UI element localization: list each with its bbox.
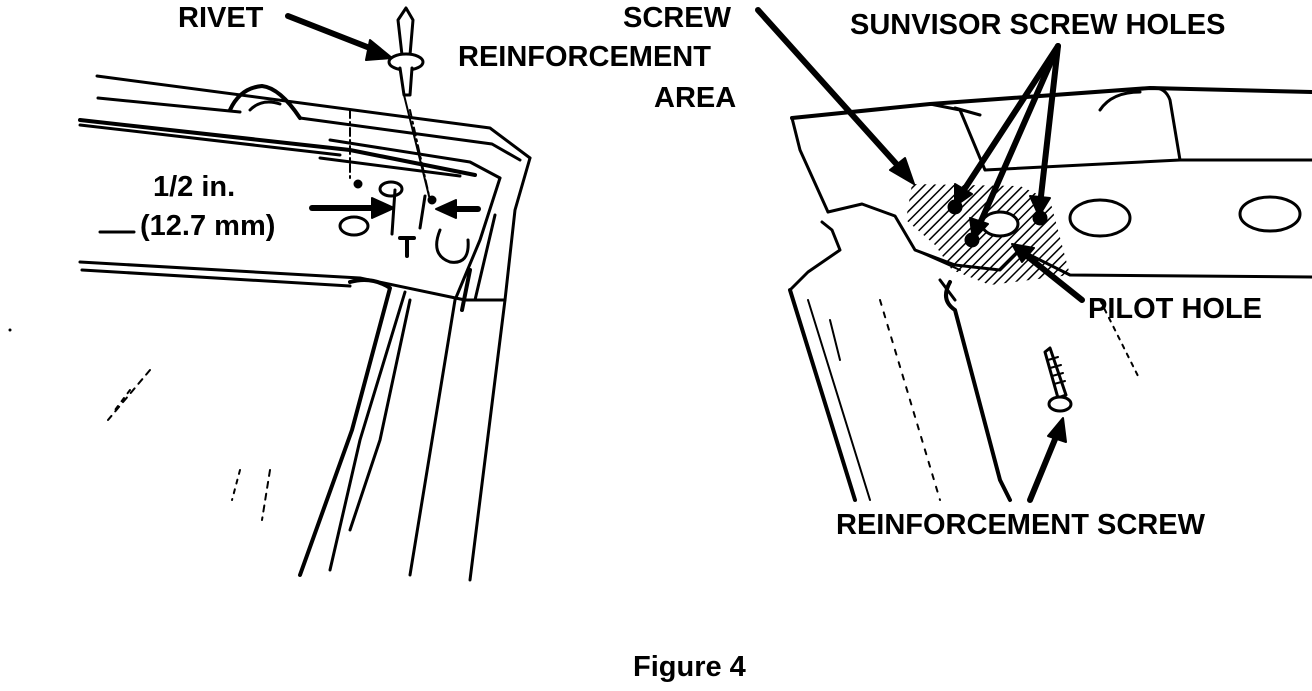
reinforcement-screw-arrow [1027, 417, 1067, 503]
screw-label: SCREW [623, 2, 731, 34]
figure-caption: Figure 4 [633, 651, 746, 683]
rivet-icon [387, 6, 431, 201]
reinforcement-label: REINFORCEMENT [458, 41, 711, 73]
rivet-arrow [285, 13, 393, 61]
reinforcement-screw-label: REINFORCEMENT SCREW [836, 509, 1205, 541]
panel-hole-2 [1238, 195, 1302, 233]
glass-edge [298, 278, 392, 577]
left-hole [338, 215, 370, 237]
sunvisor-arrows [954, 43, 1061, 241]
panel-hole-1 [1068, 198, 1132, 238]
pilot-hole-label: PILOT HOLE [1088, 293, 1262, 325]
dimension-arrow-right [435, 199, 481, 219]
roof-rail-top-edge [95, 74, 532, 160]
right-illustration [755, 7, 1312, 503]
rail-right-edge [468, 156, 532, 582]
pillar-left-edge [788, 288, 857, 502]
reinforcement-screw-icon [1043, 346, 1073, 413]
screw-reinforcement-arrow [755, 7, 915, 185]
area-label: AREA [654, 82, 737, 114]
dimension-label-imperial: 1/2 in. [153, 171, 236, 203]
rivet-label: RIVET [178, 2, 264, 34]
sunvisor-screw-holes-label: SUNVISOR SCREW HOLES [850, 9, 1226, 41]
dimension-label-metric: (12.7 mm) [140, 210, 276, 242]
rail-tab [228, 84, 302, 120]
pilot-hole-arrow [1011, 243, 1085, 303]
margin-dot [8, 328, 12, 332]
left-illustration [78, 6, 532, 582]
panel-top-edge [790, 86, 1312, 120]
dimension-arrow-left [309, 197, 395, 219]
